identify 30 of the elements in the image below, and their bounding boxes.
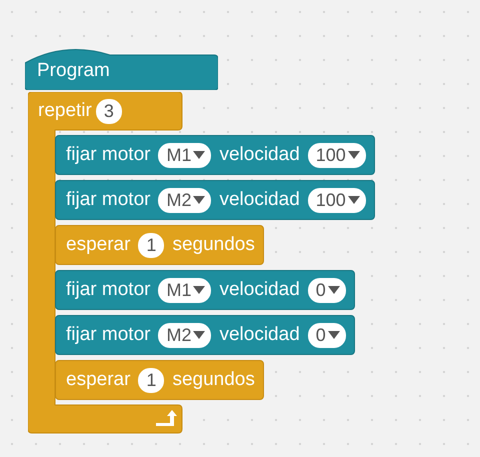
number-field: 1: [138, 232, 164, 258]
block-label: esperar: [66, 234, 130, 256]
dropdown-field: M1: [158, 142, 212, 168]
block-label: segundos: [172, 369, 255, 391]
dropdown-field: 100: [308, 142, 366, 168]
dropdown-field: M2: [158, 188, 212, 212]
wait-block: [55, 360, 264, 400]
block-label: fijar motor: [66, 144, 150, 166]
block-label: Program: [37, 60, 110, 82]
dropdown-field: 100: [308, 188, 366, 212]
wait-block: [55, 225, 264, 265]
block-label: fijar motor: [66, 189, 150, 211]
number-field: 1: [138, 368, 164, 392]
block-label: velocidad: [219, 324, 300, 346]
motor-block: [55, 270, 355, 310]
block-label: velocidad: [219, 144, 300, 166]
motor-block: [55, 135, 375, 175]
dropdown-field: 0: [308, 322, 346, 348]
block-label: repetir: [38, 100, 92, 122]
dropdown-field: M2: [158, 322, 212, 348]
block-label: fijar motor: [66, 279, 150, 301]
block-label: fijar motor: [66, 324, 150, 346]
block-label: velocidad: [219, 279, 300, 301]
dropdown-field: 0: [308, 278, 346, 302]
motor-block: [55, 315, 355, 355]
block-label: velocidad: [219, 189, 300, 211]
motor-block: [55, 180, 375, 220]
dropdown-field: M1: [158, 278, 212, 302]
block-label: segundos: [172, 234, 255, 256]
block-label: esperar: [66, 369, 130, 391]
